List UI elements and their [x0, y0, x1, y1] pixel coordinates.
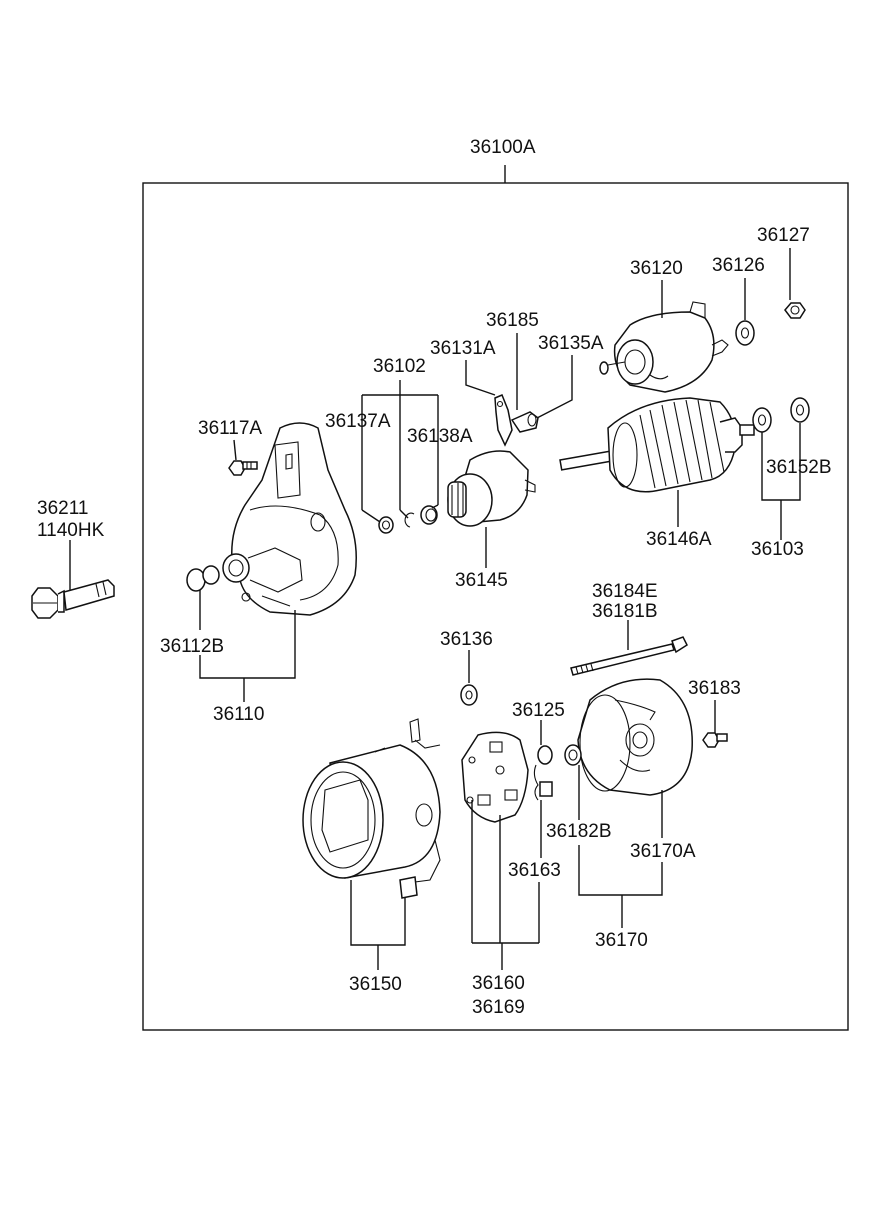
part-label-36211: 36211	[37, 498, 88, 519]
rear-bushing-part	[564, 744, 582, 766]
stop-ring-part	[378, 516, 394, 534]
part-label-36117A: 36117A	[198, 418, 262, 439]
part-label-36110: 36110	[213, 704, 264, 725]
part-label-36136: 36136	[440, 629, 493, 650]
part-label-36185: 36185	[486, 310, 539, 331]
leader-lines	[69, 248, 801, 970]
solenoid-switch-part	[599, 301, 729, 393]
part-label-36131A: 36131A	[430, 338, 496, 359]
part-label-36102: 36102	[373, 356, 426, 377]
part-label-36135A: 36135A	[538, 333, 604, 354]
part-label-36184E: 36184E	[592, 581, 658, 602]
part-label-36160: 36160	[472, 973, 525, 994]
part-label-36150: 36150	[349, 974, 402, 995]
part-label-36137A: 36137A	[325, 411, 391, 432]
part-label-36112B: 36112B	[160, 636, 224, 657]
part-label-36145: 36145	[455, 570, 508, 591]
part-label-36146A: 36146A	[646, 529, 712, 550]
part-label-36127: 36127	[757, 225, 810, 246]
assembly-label: 36100A	[470, 137, 536, 158]
part-label-36183: 36183	[688, 678, 741, 699]
part-label-36138A: 36138A	[407, 426, 473, 447]
front-housing-part	[222, 422, 357, 616]
thrust-washer-part	[752, 397, 810, 433]
nut-part	[784, 302, 806, 319]
screw-part	[228, 460, 258, 476]
armature-part	[559, 397, 755, 493]
overrunning-clutch-part	[447, 450, 536, 527]
part-label-36169: 36169	[472, 997, 525, 1018]
part-label-36163: 36163	[508, 860, 561, 881]
plate-washer-part	[460, 684, 478, 706]
part-label-36182B: 36182B	[546, 821, 612, 842]
washer-part	[735, 320, 755, 346]
part-label-36126: 36126	[712, 255, 765, 276]
mounting-bolt-part	[31, 579, 115, 619]
pinion-stopper-part	[420, 505, 438, 525]
part-label-36152B: 36152B	[766, 457, 832, 478]
brush-holder-part	[461, 731, 529, 823]
rear-cover-screw-part	[702, 732, 728, 748]
rear-cover-part	[577, 678, 693, 796]
part-label-36103: 36103	[751, 539, 804, 560]
part-label-36170A: 36170A	[630, 841, 696, 862]
part-label-36120: 36120	[630, 258, 683, 279]
through-bolt-part	[570, 636, 688, 676]
yoke-assembly-part	[302, 718, 441, 899]
part-label-36170: 36170	[595, 930, 648, 951]
part-label-1140HK: 1140HK	[37, 520, 105, 541]
shift-lever-part	[494, 394, 539, 447]
assembly-frame	[142, 182, 849, 1031]
part-label-36125: 36125	[512, 700, 565, 721]
snap-ring-part	[404, 512, 415, 528]
part-label-36181B: 36181B	[592, 601, 658, 622]
bushing-part	[186, 565, 220, 592]
brush-spring-part	[533, 745, 553, 801]
